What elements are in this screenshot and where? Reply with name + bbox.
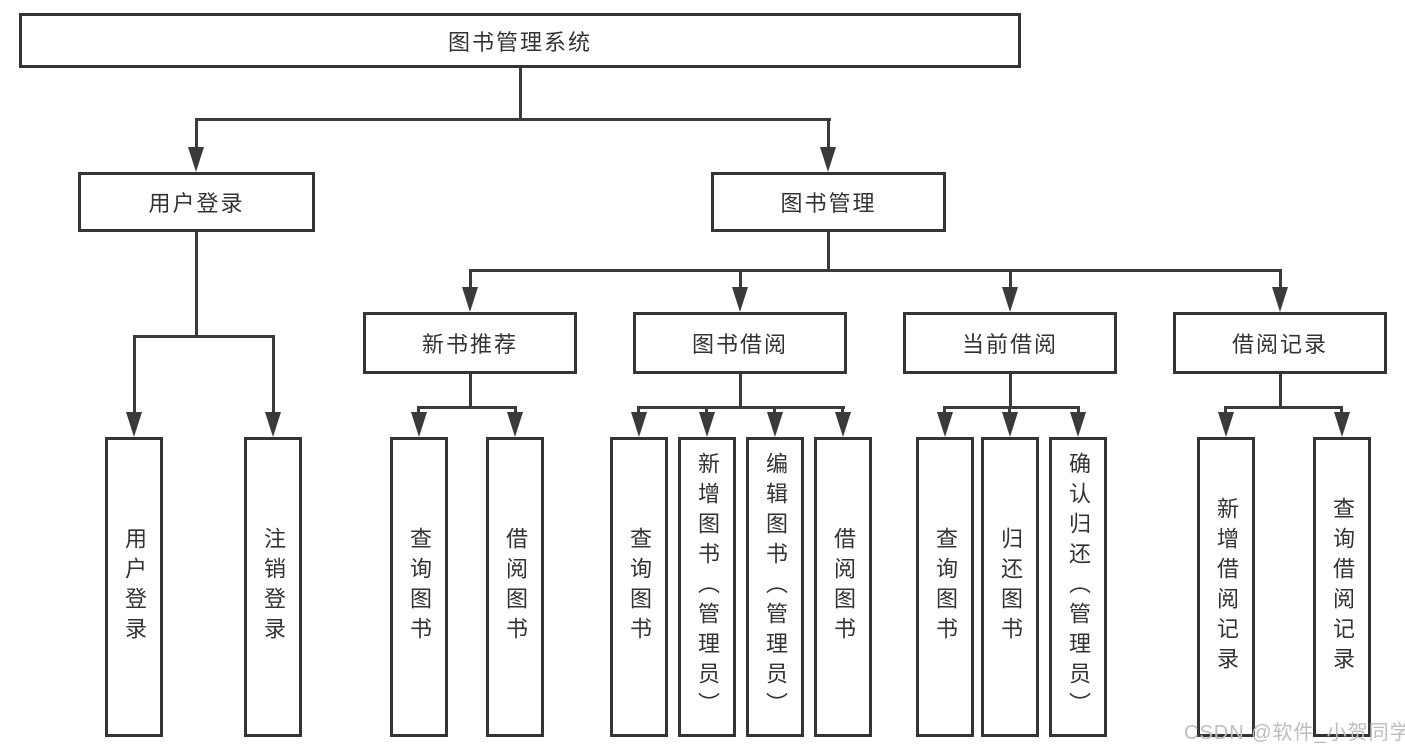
arrowhead-user-login — [188, 147, 204, 172]
node-new-book-recommend: 新书推荐 — [363, 312, 577, 374]
watermark: CSDN @软件_小贺同学 — [1184, 722, 1405, 744]
arrowhead-new-book — [462, 287, 478, 312]
leaf-return-book: 归还图书 — [981, 437, 1039, 737]
connector-borrow-records-stem — [1279, 374, 1282, 409]
connector-new-book-drop — [469, 269, 472, 292]
leaf-query-books-borrow-label: 查询图书 — [627, 527, 652, 647]
connector-book-mgmt-drop — [827, 118, 830, 152]
connector-leaf-logout-drop — [272, 335, 275, 416]
connector-user-login-drop — [195, 118, 198, 152]
node-new-book-recommend-label: 新书推荐 — [421, 332, 518, 357]
leaf-query-books-recommend-label: 查询图书 — [407, 527, 432, 647]
connector-bb-leaf2-drop — [705, 406, 708, 416]
leaf-borrow-books-recommend: 借阅图书 — [486, 437, 544, 737]
leaf-confirm-return-admin: 确认归还（管理员） — [1049, 437, 1107, 737]
connector-new-book-leaf-bus — [417, 406, 517, 409]
leaf-add-borrow-record-label: 新增借阅记录 — [1214, 497, 1239, 677]
leaf-logout: 注销登录 — [244, 437, 302, 737]
leaf-query-books-borrow: 查询图书 — [610, 437, 668, 737]
connector-book-mgmt-stem — [827, 232, 830, 272]
connector-current-borrow-leaf-bus — [943, 406, 1080, 409]
connector-cb-leaf3-drop — [1077, 406, 1080, 416]
connector-level3-bus — [469, 269, 1282, 272]
connector-bb-leaf4-drop — [841, 406, 844, 416]
node-current-borrow-label: 当前借阅 — [961, 332, 1058, 357]
leaf-user-login-label: 用户登录 — [122, 527, 147, 647]
arrowhead-bb-edit-book — [767, 412, 783, 437]
connector-book-borrow-stem — [739, 374, 742, 409]
leaf-user-login: 用户登录 — [105, 437, 163, 737]
leaf-query-borrow-record: 查询借阅记录 — [1313, 437, 1371, 737]
arrowhead-leaf-logout — [265, 412, 281, 437]
arrowhead-nb-borrow-books — [507, 412, 523, 437]
arrowhead-current-borrow — [1002, 287, 1018, 312]
arrowhead-cb-confirm-return — [1070, 412, 1086, 437]
node-current-borrow: 当前借阅 — [903, 312, 1117, 374]
arrowhead-book-borrow — [732, 287, 748, 312]
leaf-borrow-books: 借阅图书 — [814, 437, 872, 737]
connector-level2-bus — [195, 118, 831, 121]
leaf-query-books-current-label: 查询图书 — [933, 527, 958, 647]
connector-borrow-records-drop — [1279, 269, 1282, 292]
arrowhead-book-mgmt — [820, 147, 836, 172]
leaf-edit-book-admin: 编辑图书（管理员） — [746, 437, 804, 737]
arrowhead-br-add-record — [1218, 412, 1234, 437]
connector-nb-leaf2-drop — [514, 406, 517, 416]
arrowhead-bb-query-books — [631, 412, 647, 437]
connector-book-borrow-drop — [739, 269, 742, 292]
leaf-confirm-return-admin-label: 确认归还（管理员） — [1066, 452, 1091, 722]
leaf-borrow-books-label: 借阅图书 — [831, 527, 856, 647]
leaf-edit-book-admin-label: 编辑图书（管理员） — [763, 452, 788, 722]
connector-current-borrow-stem — [1009, 374, 1012, 409]
leaf-borrow-books-recommend-label: 借阅图书 — [503, 527, 528, 647]
leaf-query-books-recommend: 查询图书 — [390, 437, 448, 737]
connector-borrow-records-leaf-bus — [1224, 406, 1343, 409]
arrowhead-leaf-user-login — [126, 412, 142, 437]
node-user-login: 用户登录 — [78, 172, 315, 232]
connector-br-leaf2-drop — [1340, 406, 1343, 416]
node-book-borrow: 图书借阅 — [633, 312, 847, 374]
connector-br-leaf1-drop — [1224, 406, 1227, 416]
arrowhead-cb-return-book — [1002, 412, 1018, 437]
connector-bb-leaf3-drop — [773, 406, 776, 416]
node-root-label: 图书管理系统 — [447, 29, 592, 55]
connector-user-leaf-bus — [133, 335, 275, 338]
connector-cb-leaf2-drop — [1008, 406, 1011, 416]
leaf-add-book-admin: 新增图书（管理员） — [678, 437, 736, 737]
arrowhead-bb-borrow-books — [835, 412, 851, 437]
connector-root-stem — [519, 68, 522, 121]
arrowhead-bb-add-book — [699, 412, 715, 437]
node-borrow-records-label: 借阅记录 — [1231, 332, 1328, 357]
connector-bb-leaf1-drop — [637, 406, 640, 416]
node-borrow-records: 借阅记录 — [1173, 312, 1387, 374]
node-book-management-label: 图书管理 — [780, 191, 877, 216]
arrowhead-nb-query-books — [411, 412, 427, 437]
connector-user-login-stem — [195, 232, 198, 338]
connector-nb-leaf1-drop — [417, 406, 420, 416]
node-book-management: 图书管理 — [711, 172, 946, 232]
connector-cb-leaf1-drop — [943, 406, 946, 416]
node-root: 图书管理系统 — [19, 13, 1021, 68]
connector-current-borrow-drop — [1009, 269, 1012, 292]
leaf-query-borrow-record-label: 查询借阅记录 — [1330, 497, 1355, 677]
leaf-add-borrow-record: 新增借阅记录 — [1197, 437, 1255, 737]
node-book-borrow-label: 图书借阅 — [691, 332, 788, 357]
leaf-return-book-label: 归还图书 — [998, 527, 1023, 647]
leaf-add-book-admin-label: 新增图书（管理员） — [695, 452, 720, 722]
arrowhead-br-query-record — [1334, 412, 1350, 437]
arrowhead-cb-query-books — [937, 412, 953, 437]
leaf-logout-label: 注销登录 — [261, 527, 286, 647]
arrowhead-borrow-records — [1272, 287, 1288, 312]
connector-new-book-stem — [469, 374, 472, 409]
leaf-query-books-current: 查询图书 — [916, 437, 974, 737]
node-user-login-label: 用户登录 — [148, 191, 245, 216]
connector-leaf-user-login-drop — [133, 335, 136, 416]
connector-book-borrow-leaf-bus — [637, 406, 845, 409]
